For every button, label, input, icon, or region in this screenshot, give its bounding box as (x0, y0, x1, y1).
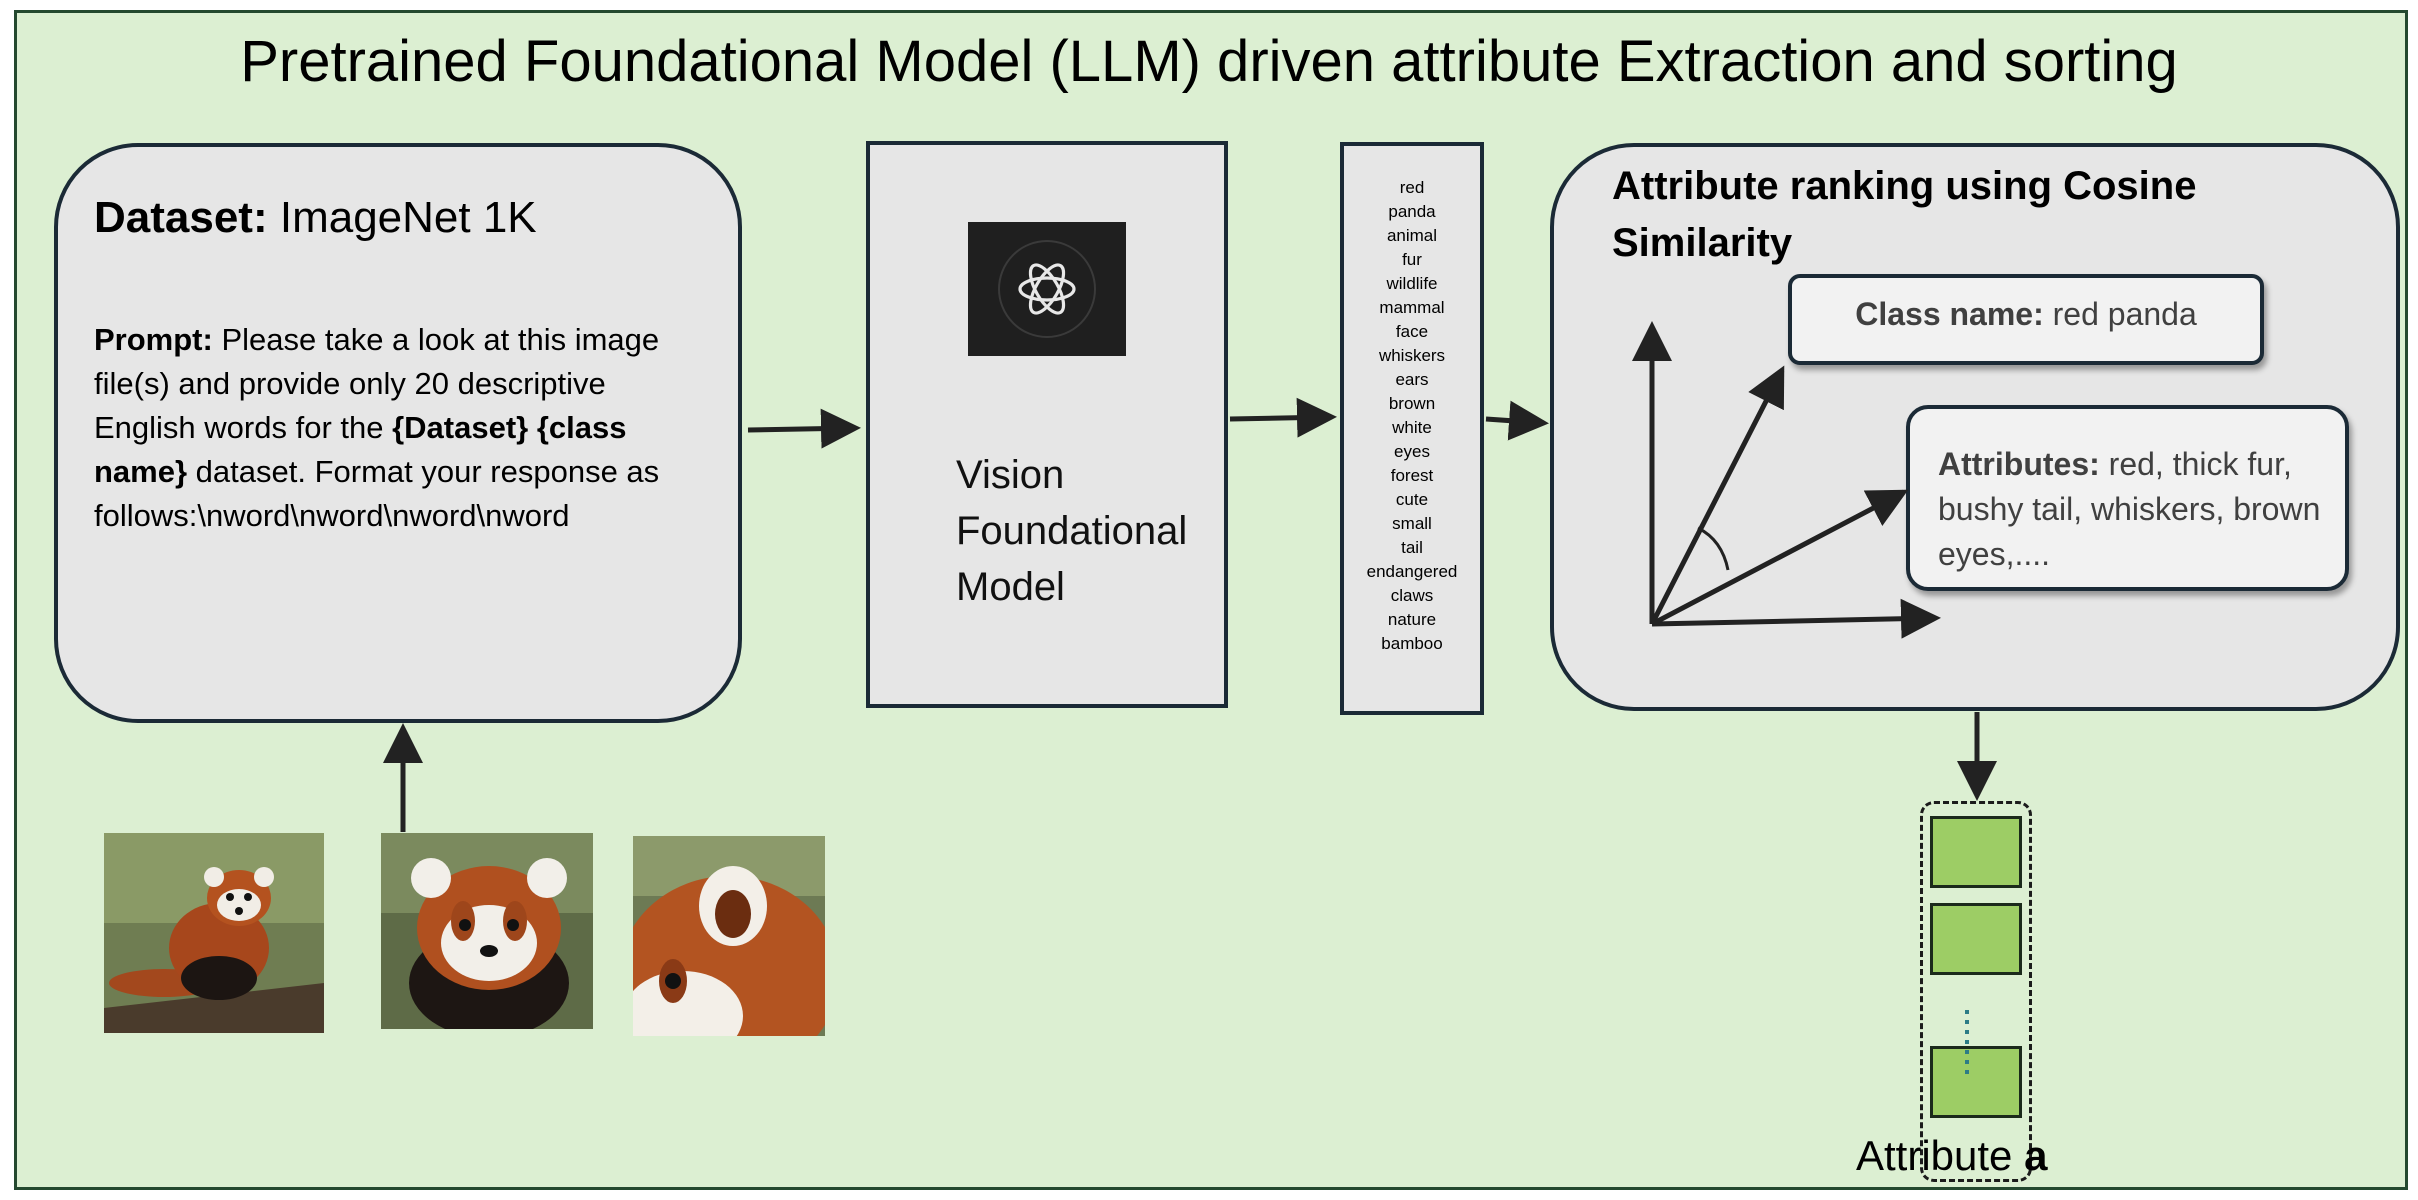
dataset-heading: Dataset: ImageNet 1K (94, 193, 537, 243)
attribute-word: white (1392, 418, 1432, 437)
attribute-vector (1650, 489, 1909, 627)
red-panda-photo-2 (381, 833, 593, 1029)
class-name-vector (1649, 365, 1785, 626)
prompt-label: Prompt: (94, 322, 213, 357)
attribute-word: forest (1390, 466, 1434, 485)
attribute-word: endangered (1366, 562, 1458, 581)
x-axis-vector (1651, 598, 1941, 639)
class-name-placeholder: {class name} (94, 410, 627, 489)
attributes-value: red, thick fur, bushy tail, whiskers, br… (1938, 446, 2321, 572)
class-name-card (1788, 274, 2264, 365)
attribute-slot (1930, 1046, 2022, 1118)
attribute-stack-outline (1920, 801, 2032, 1182)
attribute-label-variable: a (2024, 1132, 2048, 1179)
attribute-word: ears (1395, 370, 1429, 389)
dataset-value: ImageNet 1K (267, 193, 537, 242)
angle-arc (1697, 526, 1730, 571)
attribute-word: eyes (1394, 442, 1430, 461)
red-panda-photo-1 (104, 833, 324, 1033)
class-name-label: Class name: (1855, 296, 2044, 332)
attribute-word: red (1399, 178, 1425, 197)
attribute-word: wildlife (1386, 274, 1438, 293)
openai-logo-icon (968, 222, 1126, 356)
attribute-words-list: red panda animal fur wildlife mammal face whisk… (1340, 176, 1484, 656)
prompt-format: dataset. Format your response as follows… (94, 454, 660, 533)
attribute-word: mammal (1379, 298, 1445, 317)
attributes-text: Attributes: red, thick fur, bushy tail, … (1938, 442, 2338, 577)
dataset-label: Dataset: (94, 193, 268, 242)
attribute-word: animal (1386, 226, 1438, 245)
prompt-body: Please take a look at this image file(s)… (94, 322, 660, 445)
attribute-word: brown (1388, 394, 1436, 413)
attribute-word: claws (1390, 586, 1434, 605)
attribute-slot (1930, 816, 2022, 888)
attribute-word: whiskers (1378, 346, 1446, 365)
attribute-word: panda (1388, 202, 1436, 221)
class-name-value: red panda (2043, 296, 2197, 332)
red-panda-photo-3 (633, 836, 825, 1036)
attribute-words-box (1340, 142, 1484, 715)
attribute-word: face (1395, 322, 1429, 341)
attribute-word: tail (1401, 538, 1423, 557)
dataset-prompt-box (54, 143, 742, 723)
arrow-model-to-words (1229, 397, 1337, 438)
dataset-placeholder: {Dataset} (392, 410, 529, 445)
attribute-slot (1930, 903, 2022, 975)
attribute-a-label: Attribute a (1856, 1132, 2047, 1180)
diagram-title: Pretrained Foundational Model (LLM) driv… (240, 29, 2178, 94)
attribute-word: small (1392, 514, 1432, 533)
ranking-title: Attribute ranking using Cosine Similarit… (1612, 164, 2197, 265)
arrow-words-to-ranking (1485, 400, 1549, 441)
attribute-word: nature (1387, 610, 1437, 629)
arrow-prompt-to-model (747, 408, 861, 449)
attribute-word: cute (1395, 490, 1429, 509)
attribute-word: fur (1402, 250, 1422, 269)
attribute-label-prefix: Attribute (1856, 1132, 2025, 1179)
attribute-word: bamboo (1381, 634, 1443, 653)
attributes-card (1906, 405, 2349, 591)
prompt-text: Prompt: Please take a look at this image… (94, 318, 714, 538)
attributes-label: Attributes: (1938, 446, 2100, 482)
vision-model-label: Vision Foundational Model (956, 453, 1188, 609)
class-name-text: Class name: red panda (1788, 296, 2264, 333)
